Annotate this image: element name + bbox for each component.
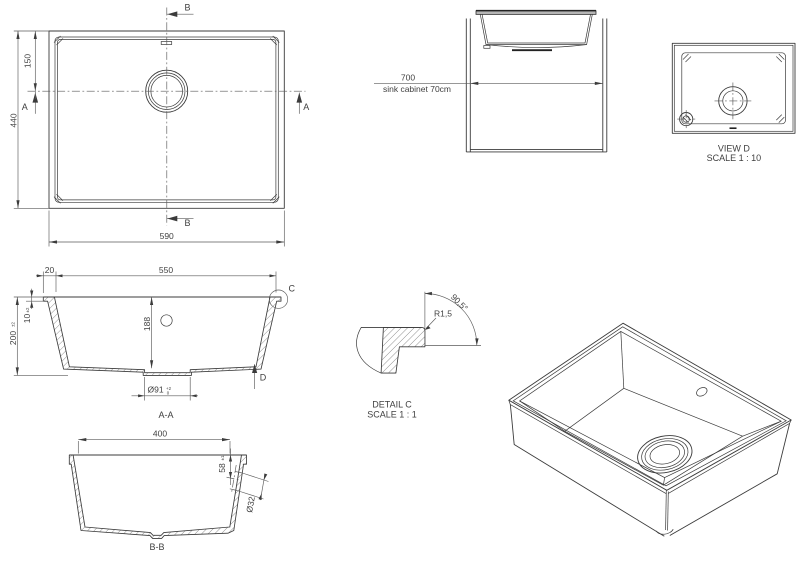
- dim-32: Ø32: [244, 495, 257, 513]
- angle-label: 90,5°: [449, 292, 470, 313]
- dim-550: 550: [159, 265, 173, 275]
- dim-590: 590: [160, 231, 174, 241]
- top-view: B B A A 440 150 590: [9, 3, 309, 247]
- detail-c-marker: C: [289, 284, 296, 294]
- dim-91-tol-upper: +2: [166, 386, 172, 391]
- dim-440: 440: [9, 113, 19, 127]
- dim-20: 20: [45, 265, 55, 275]
- sink-outline: [48, 30, 285, 209]
- section-b-label-bottom: B: [185, 218, 191, 228]
- dim-200: 200: [8, 331, 18, 345]
- dim-58: 58: [217, 463, 227, 473]
- dim-91-tol-lower: 0: [167, 391, 170, 396]
- section-bb: 400 58 ±1 Ø32 B-B: [68, 429, 269, 552]
- cabinet-caption: sink cabinet 70cm: [383, 84, 451, 94]
- cabinet-view: 700 sink cabinet 70cm: [374, 9, 608, 153]
- view-d-scale: SCALE 1 : 10: [707, 153, 762, 163]
- dim-drain-91: Ø91: [148, 385, 164, 395]
- section-b-label-top: B: [185, 3, 191, 13]
- detail-c-scale: SCALE 1 : 1: [367, 410, 417, 420]
- section-a-label-left: A: [22, 102, 28, 112]
- section-bb-title: B-B: [149, 542, 164, 552]
- dim-10: 10: [22, 314, 32, 324]
- detail-c-title: DETAIL C: [372, 400, 412, 410]
- dim-200-tol: ±2: [11, 322, 16, 327]
- overflow-isometric: [696, 387, 708, 397]
- view-d-marker: D: [260, 373, 267, 383]
- sink-front-view: [475, 9, 597, 52]
- section-aa-title: A-A: [158, 410, 173, 420]
- section-a-label-right: A: [303, 102, 309, 112]
- dim-400: 400: [153, 429, 167, 439]
- dim-10-tol: ±2: [25, 307, 30, 312]
- dim-188: 188: [142, 317, 152, 331]
- view-d-title: VIEW D: [718, 143, 751, 153]
- view-d: VIEW D SCALE 1 : 10: [671, 42, 796, 163]
- isometric-view: [508, 322, 792, 537]
- dim-700: 700: [401, 72, 415, 82]
- drain-isometric: [637, 435, 693, 474]
- dim-58-tol: ±1: [220, 455, 225, 460]
- dim-150: 150: [22, 54, 32, 68]
- section-aa: C 20 550 200 ±2 10 ±2 188 Ø91 +2 0: [8, 265, 296, 420]
- radius-label: R1,5: [434, 309, 452, 319]
- detail-c: R1,5 90,5° DETAIL C SCALE 1 : 1: [356, 291, 481, 420]
